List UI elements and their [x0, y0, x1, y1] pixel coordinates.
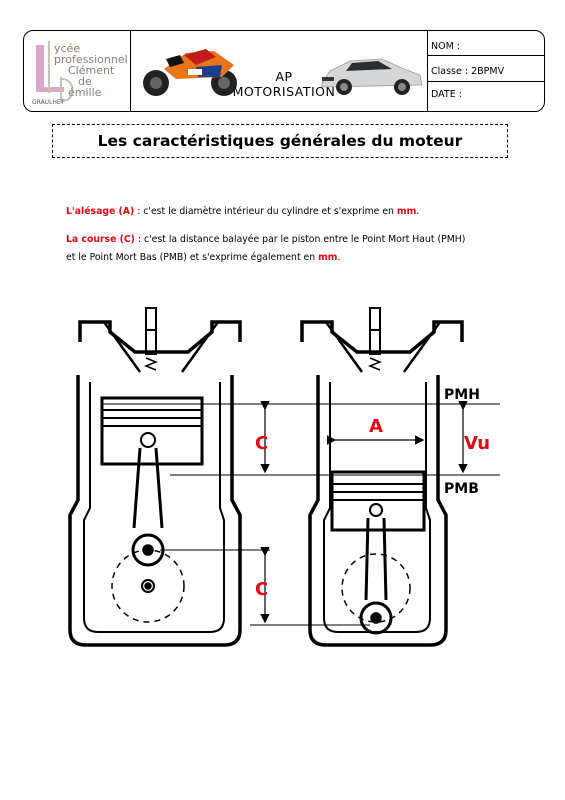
class-field[interactable]: Classe : 2BPMV	[431, 66, 505, 77]
course-term: La course (C)	[66, 234, 135, 245]
page-title: Les caractéristiques générales du moteur	[52, 124, 508, 158]
label-a: A	[369, 416, 383, 437]
logo-city: GRAULHET	[32, 99, 65, 106]
alesage-end: .	[416, 206, 420, 217]
module-title-line1: AP	[275, 69, 293, 84]
module-title-line2: MOTORISATION	[232, 84, 336, 99]
course-unit: mm	[318, 252, 338, 263]
course-text1: c'est la distance balayée par le piston …	[143, 234, 466, 245]
student-info: NOM : Classe : 2BPMV DATE :	[427, 31, 544, 111]
alesage-definition: L'alésage (A) : c'est le diamètre intéri…	[66, 203, 419, 221]
course-text2: et le Point Mort Bas (PMB) et s'exprime …	[66, 252, 319, 263]
alesage-term: L'alésage (A)	[66, 206, 135, 217]
course-sep: :	[134, 234, 144, 245]
course-definition: La course (C) : c'est la distance balayé…	[66, 231, 465, 249]
name-field[interactable]: NOM :	[431, 41, 461, 52]
motorcycle-image	[143, 49, 237, 96]
car-image	[321, 58, 423, 95]
engine-left-pmh	[68, 307, 242, 647]
course-end: .	[337, 252, 341, 263]
reference-lines	[102, 403, 500, 626]
logo-line5: émille	[68, 86, 102, 99]
date-field[interactable]: DATE :	[431, 89, 462, 100]
logo-line3: Clément	[68, 64, 115, 77]
label-c-top: C	[255, 433, 268, 454]
module-title: AP MOTORISATION	[214, 69, 354, 99]
label-pmb: PMB	[444, 481, 479, 497]
school-logo: ycée professionnel Clément de émille GRA…	[24, 31, 130, 111]
logo-line4: de	[78, 75, 92, 88]
header-frame: ycée professionnel Clément de émille GRA…	[23, 30, 545, 112]
label-vu: Vu	[464, 433, 490, 454]
alesage-unit: mm	[396, 206, 417, 217]
logo-line2: professionnel	[54, 53, 128, 66]
label-c-bottom: C	[255, 579, 268, 600]
course-definition-line2: et le Point Mort Bas (PMB) et s'exprime …	[66, 249, 340, 267]
engine-diagram: C C A Vu PMH PMB	[68, 307, 500, 647]
label-pmh: PMH	[444, 387, 480, 403]
alesage-text: c'est le diamètre intérieur du cylindre …	[143, 206, 397, 217]
engine-right-pmb	[300, 307, 464, 647]
alesage-sep: :	[134, 206, 144, 217]
logo-line1: ycée	[54, 42, 81, 55]
logo-graphic	[36, 41, 74, 103]
